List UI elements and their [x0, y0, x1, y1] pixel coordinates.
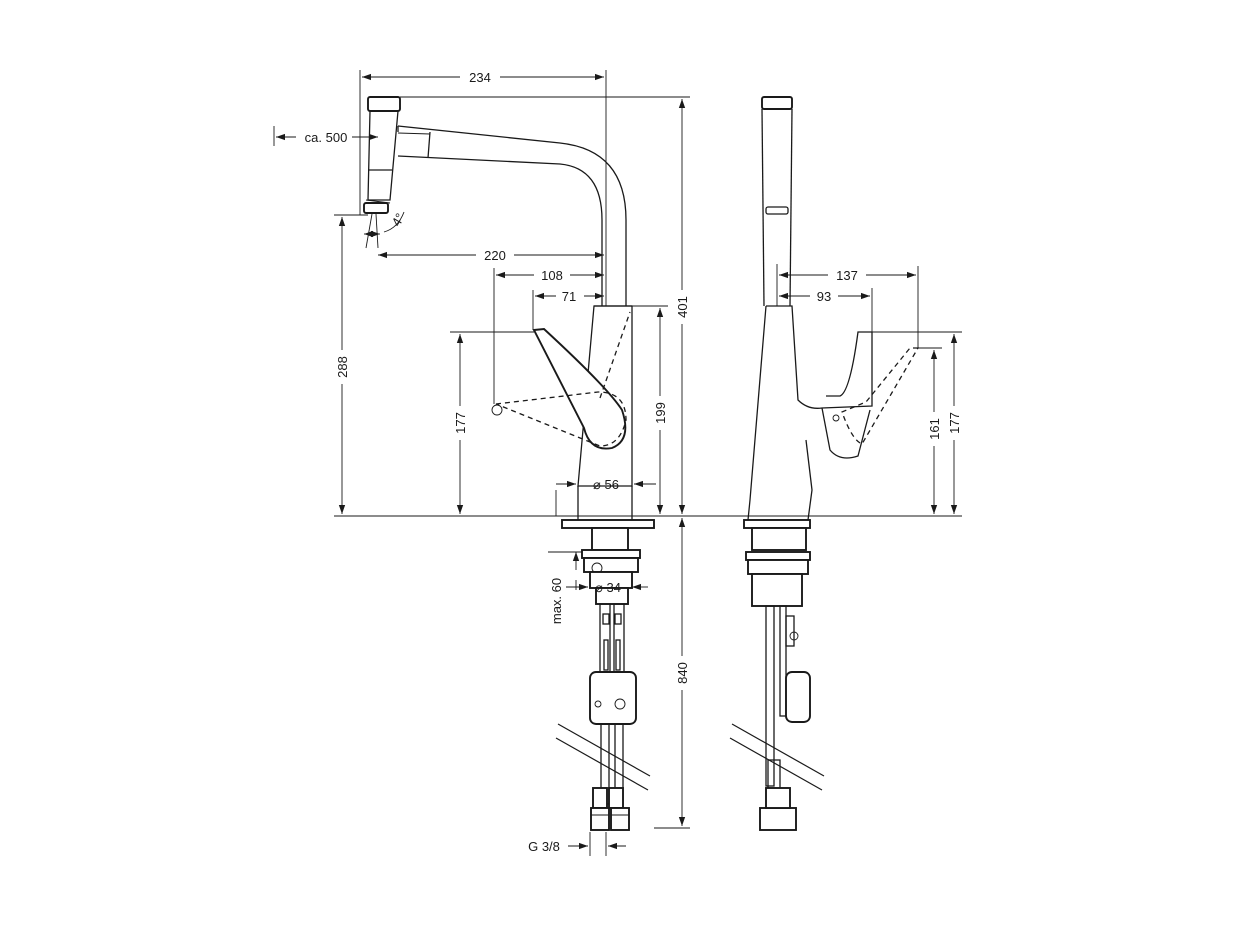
dim-g-3-8: G 3/8 [528, 839, 560, 854]
dim-288: 288 [335, 356, 350, 378]
dim-177-front: 177 [453, 412, 468, 434]
dim-220: 220 [484, 248, 506, 263]
side-body [747, 305, 920, 521]
side-under-deck [743, 519, 811, 831]
dim-108: 108 [541, 268, 563, 283]
front-countertop-break [555, 723, 651, 791]
side-view [729, 96, 920, 831]
dim-ca-500: ca. 500 [305, 130, 348, 145]
dim-177-side: 177 [947, 412, 962, 434]
dim-401: 401 [675, 296, 690, 318]
side-countertop-break [729, 723, 825, 791]
dim-71: 71 [562, 289, 576, 304]
dim-137: 137 [836, 268, 858, 283]
dim-dia-56: ⌀ 56 [593, 477, 619, 492]
side-dimensions: 137 93 161 177 [776, 264, 963, 514]
dim-dia-34: ⌀ 34 [595, 580, 621, 595]
dim-840: 840 [675, 662, 690, 684]
front-dimensions: 234 ca. 500 4° 220 108 71 401 288 [273, 68, 962, 856]
dim-93: 93 [817, 289, 831, 304]
dim-max-60: max. 60 [549, 578, 564, 624]
dim-234: 234 [469, 70, 491, 85]
front-spout-head [363, 96, 401, 214]
dim-angle-4: 4° [388, 211, 407, 229]
front-lever-handle [491, 311, 631, 450]
front-under-deck [561, 519, 655, 831]
dim-161: 161 [927, 418, 942, 440]
front-spout-arm [397, 125, 627, 306]
front-view [363, 96, 655, 831]
dim-199: 199 [653, 402, 668, 424]
